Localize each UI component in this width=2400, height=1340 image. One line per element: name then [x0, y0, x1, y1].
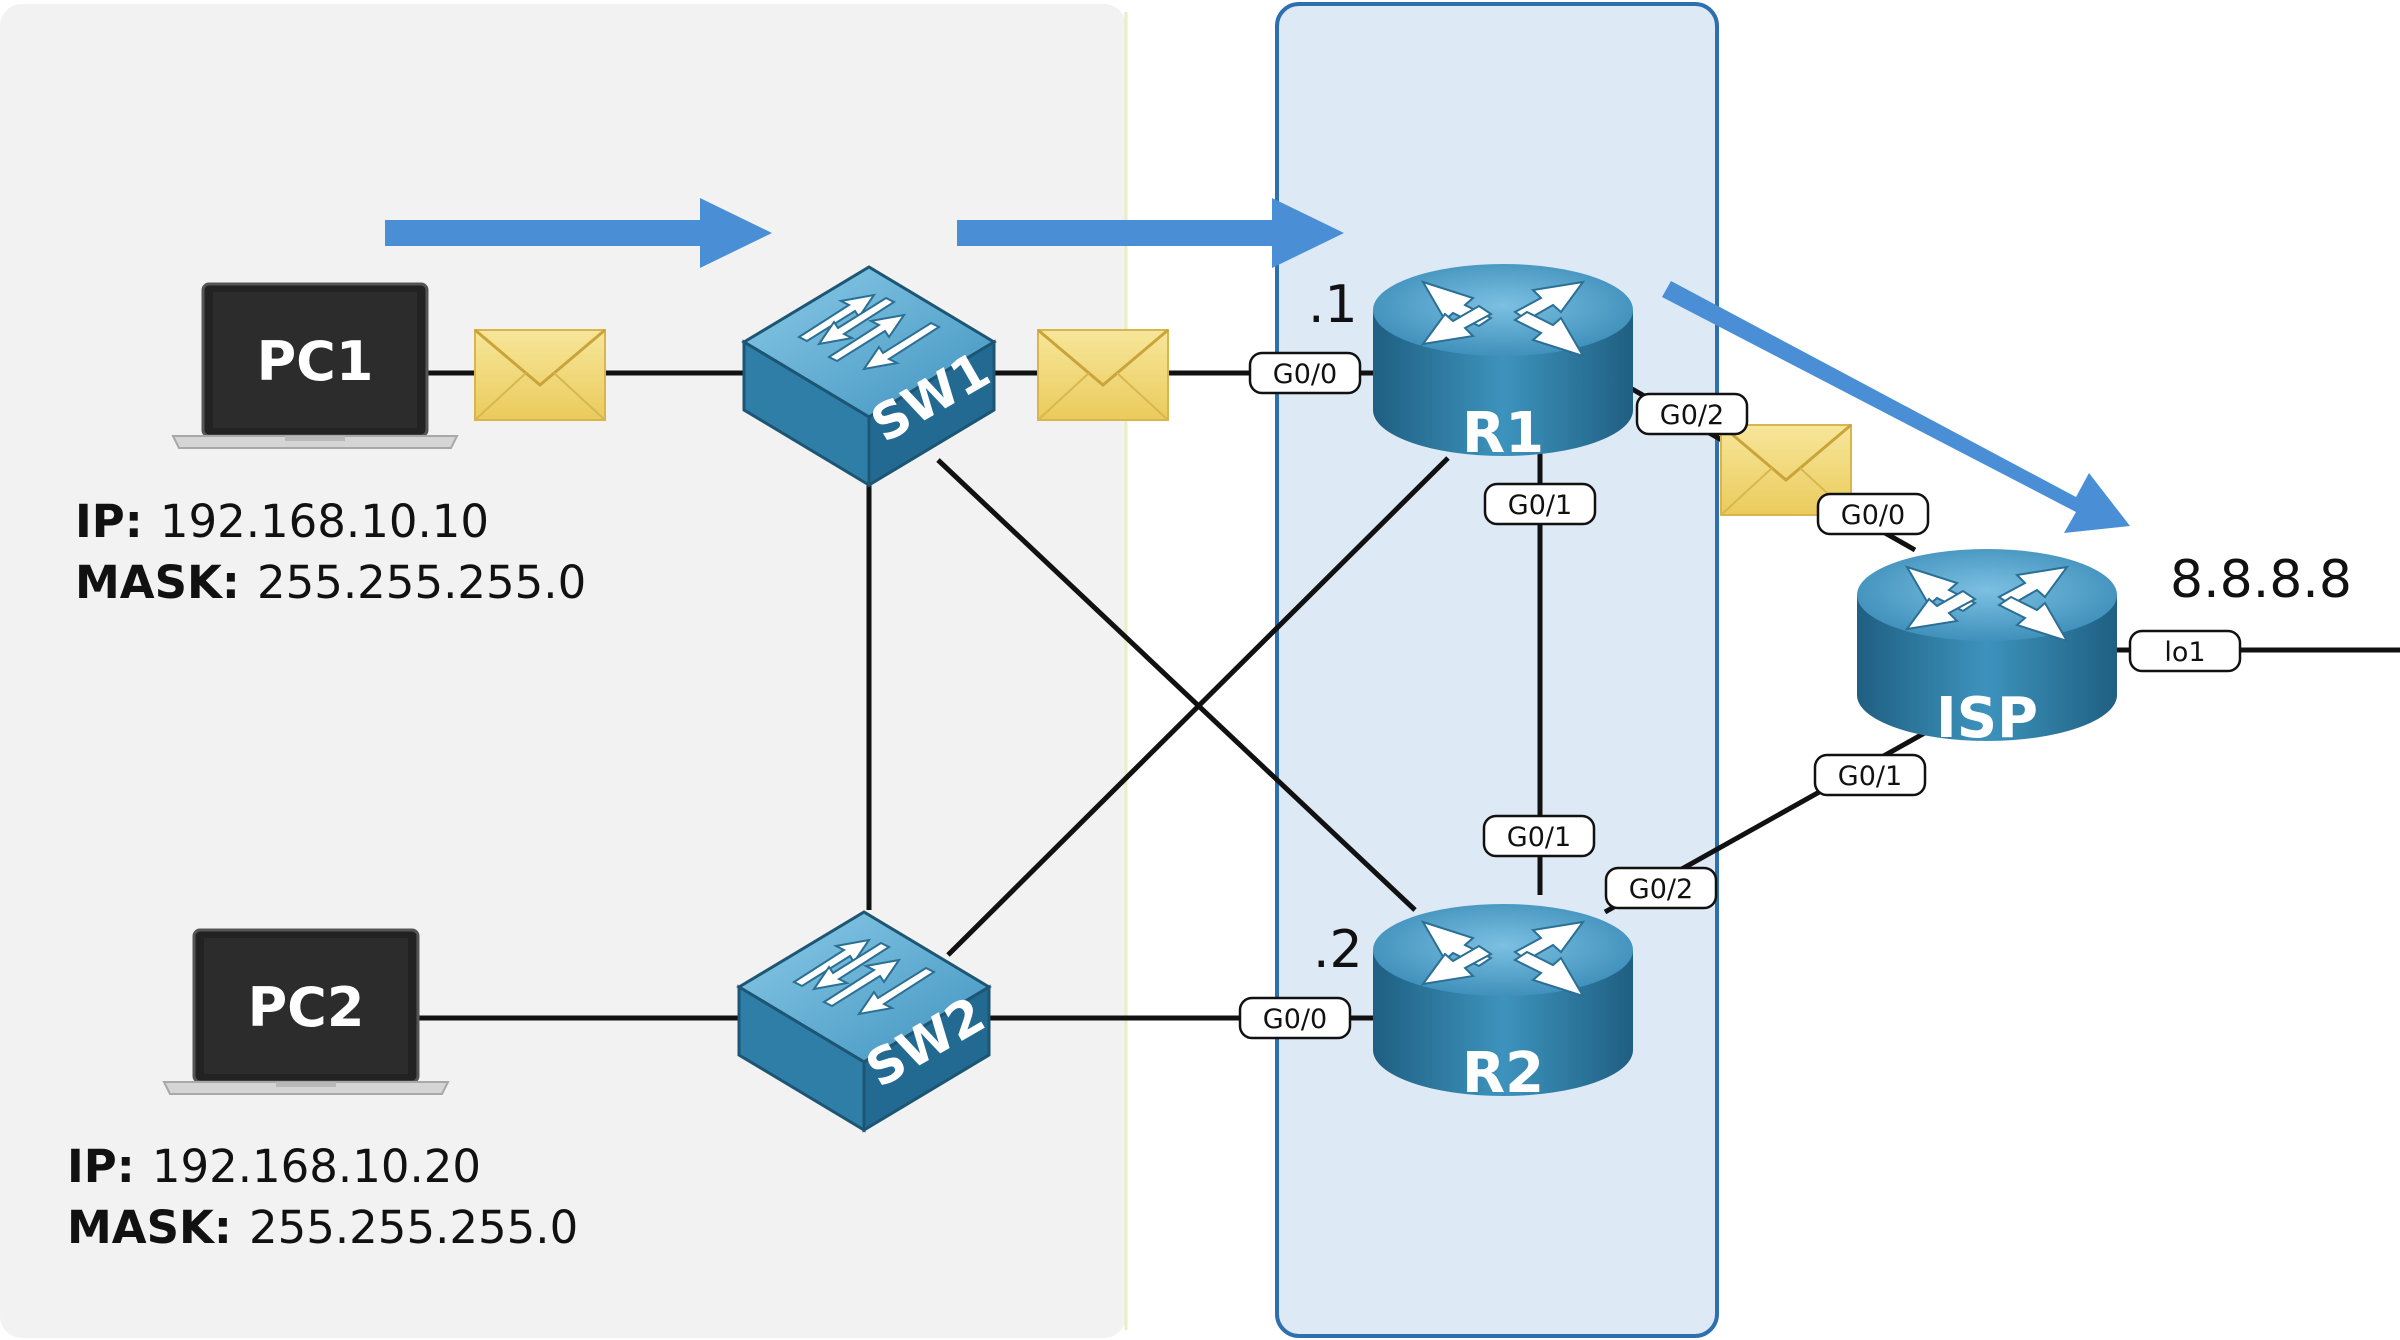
- svg-text:IP: 192.168.10.20: IP: 192.168.10.20: [67, 1140, 481, 1193]
- svg-text:IP: 192.168.10.10: IP: 192.168.10.10: [75, 495, 489, 548]
- r1-router[interactable]: R1: [1372, 263, 1634, 466]
- lan-zone: [0, 4, 1126, 1338]
- r2-label: R2: [1462, 1041, 1544, 1106]
- isp-label: ISP: [1936, 686, 2038, 751]
- link-sw1-r2: [936, 458, 1417, 912]
- pc2-mask-label: MASK:: [67, 1201, 232, 1254]
- svg-text:G0/0: G0/0: [1841, 500, 1905, 531]
- pc1-mask-value: 255.255.255.0: [257, 556, 586, 609]
- envelope-icon: [473, 328, 607, 422]
- destination-address: 8.8.8.8: [2170, 550, 2352, 610]
- isp-router[interactable]: ISP: [1856, 548, 2118, 751]
- r2-router[interactable]: R2: [1372, 903, 1634, 1106]
- pc1-laptop[interactable]: PC1: [171, 282, 459, 450]
- flow-arrow-3: [1662, 281, 2130, 533]
- pc1-addressing: IP: 192.168.10.10 MASK: 255.255.255.0: [75, 495, 586, 609]
- svg-text:G0/0: G0/0: [1273, 359, 1337, 390]
- router-zone: [1275, 2, 1719, 1338]
- svg-text:G0/1: G0/1: [1838, 761, 1902, 792]
- pc2-laptop[interactable]: PC2: [162, 928, 450, 1096]
- port-labels: G0/0 G0/2 G0/1 G0/1 G0/2 G0/0 G0/0 G0/1: [1238, 351, 2242, 1040]
- pc2-ip-value: 192.168.10.20: [152, 1140, 481, 1193]
- pc1-ip-value: 192.168.10.10: [160, 495, 489, 548]
- port-r1-g02: G0/2: [1635, 392, 1749, 436]
- port-r2-g01: G0/1: [1482, 814, 1596, 858]
- port-r2-g02: G0/2: [1604, 866, 1718, 910]
- svg-text:G0/0: G0/0: [1263, 1004, 1327, 1035]
- r1-gateway-label: .1: [1308, 275, 1358, 335]
- flow-arrow-1: [385, 198, 772, 268]
- svg-text:lo1: lo1: [2164, 637, 2205, 668]
- pc1-ip-label: IP:: [75, 495, 143, 548]
- svg-text:G0/2: G0/2: [1629, 874, 1693, 905]
- svg-text:G0/1: G0/1: [1507, 822, 1571, 853]
- pc2-ip-label: IP:: [67, 1140, 135, 1193]
- pc2-mask-value: 255.255.255.0: [249, 1201, 578, 1254]
- port-isp-lo1: lo1: [2128, 629, 2242, 673]
- pc1-label: PC1: [257, 330, 374, 393]
- pc2-addressing: IP: 192.168.10.20 MASK: 255.255.255.0: [67, 1140, 578, 1254]
- svg-text:MASK: 255.255.255.0: MASK: 255.255.255.0: [75, 556, 586, 609]
- r1-label: R1: [1462, 401, 1544, 466]
- pc1-mask-label: MASK:: [75, 556, 240, 609]
- port-r1-g01: G0/1: [1483, 482, 1597, 526]
- svg-text:G0/1: G0/1: [1508, 490, 1572, 521]
- r2-gateway-label: .2: [1313, 920, 1363, 980]
- svg-text:G0/2: G0/2: [1660, 400, 1724, 431]
- flow-arrow-2: [957, 198, 1344, 268]
- port-r2-g00: G0/0: [1238, 996, 1352, 1040]
- svg-text:MASK: 255.255.255.0: MASK: 255.255.255.0: [67, 1201, 578, 1254]
- port-isp-g00: G0/0: [1816, 492, 1930, 536]
- port-isp-g01: G0/1: [1813, 753, 1927, 797]
- link-sw2-r1: [946, 456, 1450, 957]
- envelope-icon: [1036, 328, 1170, 422]
- port-r1-g00: G0/0: [1248, 351, 1362, 395]
- flow-arrows: [385, 198, 2130, 533]
- pc2-label: PC2: [248, 976, 365, 1039]
